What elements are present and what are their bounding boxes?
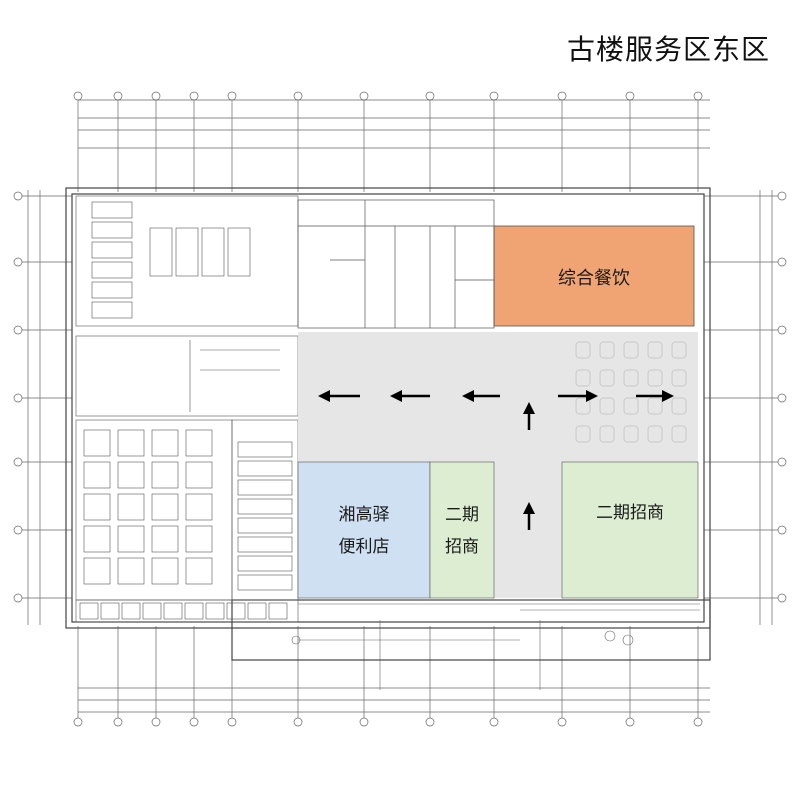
phase2b-label: 二期招商 — [596, 503, 664, 523]
arrow-up-1 — [523, 402, 535, 430]
arrow-right-1 — [558, 390, 598, 402]
flow-arrows — [318, 390, 674, 530]
arrow-left-1 — [318, 390, 360, 402]
building-outline — [65, 187, 711, 661]
arrow-left-3 — [462, 390, 500, 402]
dining-tables — [575, 341, 687, 443]
arrow-left-2 — [390, 390, 430, 402]
store-label-line2: 便利店 — [339, 537, 390, 557]
page-title: 古楼服务区东区 — [566, 33, 770, 66]
lower-details — [291, 603, 700, 690]
phase2a-zone — [429, 461, 495, 599]
dining-zone — [493, 225, 695, 327]
store-label-line1: 湘高驿 — [339, 505, 390, 525]
grid-axis-marks — [13, 91, 787, 727]
upper-rooms — [297, 199, 495, 329]
arrow-up-2 — [523, 502, 535, 530]
top-dimension-lines — [27, 99, 773, 713]
phase2b-zone — [561, 461, 699, 599]
arrow-right-2 — [636, 390, 674, 402]
store-zone — [297, 461, 431, 599]
left-restroom-block — [75, 195, 299, 623]
phase2a-label-line1: 二期 — [445, 505, 479, 525]
phase2a-label-line2: 招商 — [445, 537, 479, 557]
dining-label: 综合餐饮 — [558, 268, 630, 289]
